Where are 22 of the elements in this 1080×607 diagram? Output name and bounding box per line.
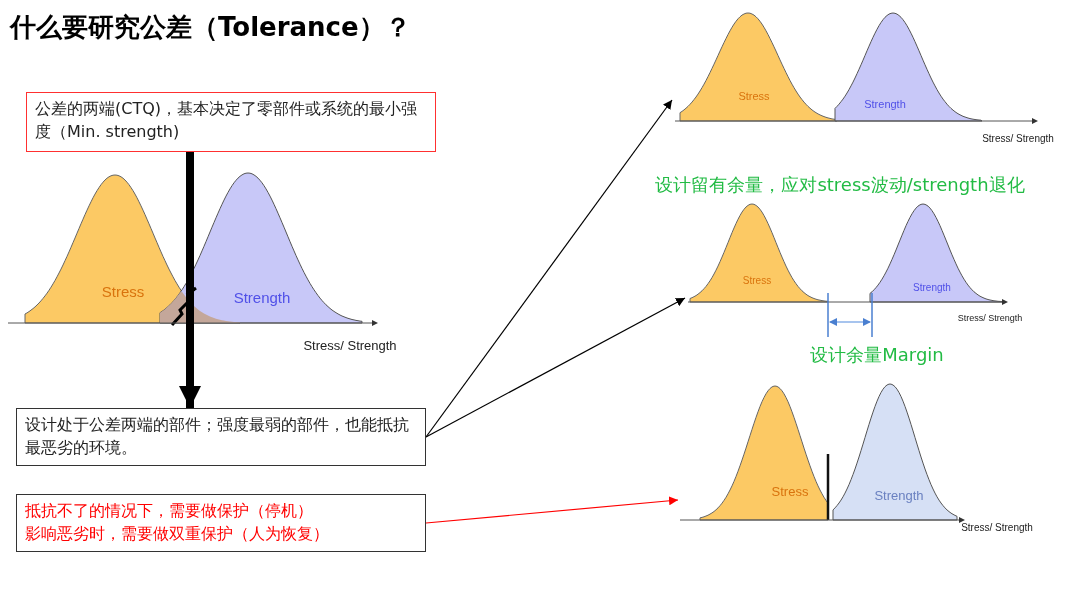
axis-label: Stress/ Strength <box>303 337 397 353</box>
arrow <box>425 99 673 438</box>
axis-label: Stress/ Strength <box>982 132 1054 144</box>
curve-label: Stress <box>771 483 809 499</box>
arrow <box>179 152 201 408</box>
title: 什么要研究公差（Tolerance）？ <box>10 11 411 44</box>
text-box: 公差的两端(CTQ)，基本决定了零部件或系统的最小强度（Min. strength) <box>26 92 436 152</box>
curve-label: Stress <box>738 90 770 102</box>
curve-label: Strength <box>864 98 906 110</box>
axis-label: Stress/ Strength <box>961 521 1033 533</box>
curve-label: Strength <box>874 487 924 503</box>
text-box: 设计处于公差两端的部件；强度最弱的部件，也能抵抗最恶劣的环境。 <box>16 408 426 466</box>
curve-label: Stress <box>101 282 145 300</box>
dimension-label: 设计余量Margin <box>810 343 944 367</box>
curve-label: Stress <box>742 274 772 286</box>
curve-label: Strength <box>913 281 951 293</box>
arrow <box>425 496 679 524</box>
text-box: 抵抗不了的情况下，需要做保护（停机） 影响恶劣时，需要做双重保护（人为恢复） <box>16 494 426 552</box>
curve-label: Strength <box>233 288 291 306</box>
annotation-text: 设计留有余量，应对stress波动/strength退化 <box>655 173 1025 197</box>
axis-label: Stress/ Strength <box>957 313 1023 323</box>
arrow <box>425 297 686 438</box>
